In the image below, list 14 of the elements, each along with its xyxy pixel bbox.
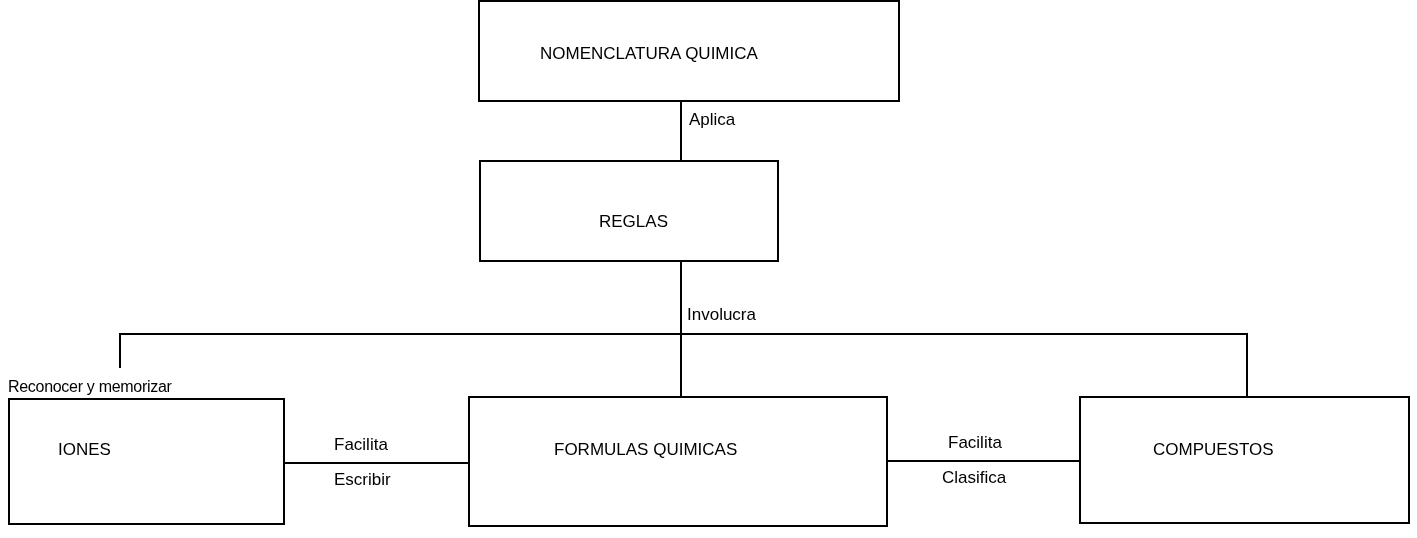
connector-line	[680, 101, 682, 161]
concept-label: COMPUESTOS	[1153, 440, 1274, 460]
connector-line	[887, 460, 1080, 462]
concept-box	[478, 0, 900, 102]
concept-label: IONES	[58, 440, 111, 460]
concept-box	[479, 160, 779, 262]
concept-box	[468, 396, 888, 527]
connector-line	[284, 462, 469, 464]
concept-label: FORMULAS QUIMICAS	[554, 440, 738, 460]
concept-label: NOMENCLATURA QUIMICA	[540, 44, 758, 64]
edge-label: Aplica	[687, 110, 738, 130]
concept-label: REGLAS	[599, 212, 668, 232]
concept-box	[1079, 396, 1410, 524]
node-heading: Reconocer y memorizar	[8, 378, 172, 396]
